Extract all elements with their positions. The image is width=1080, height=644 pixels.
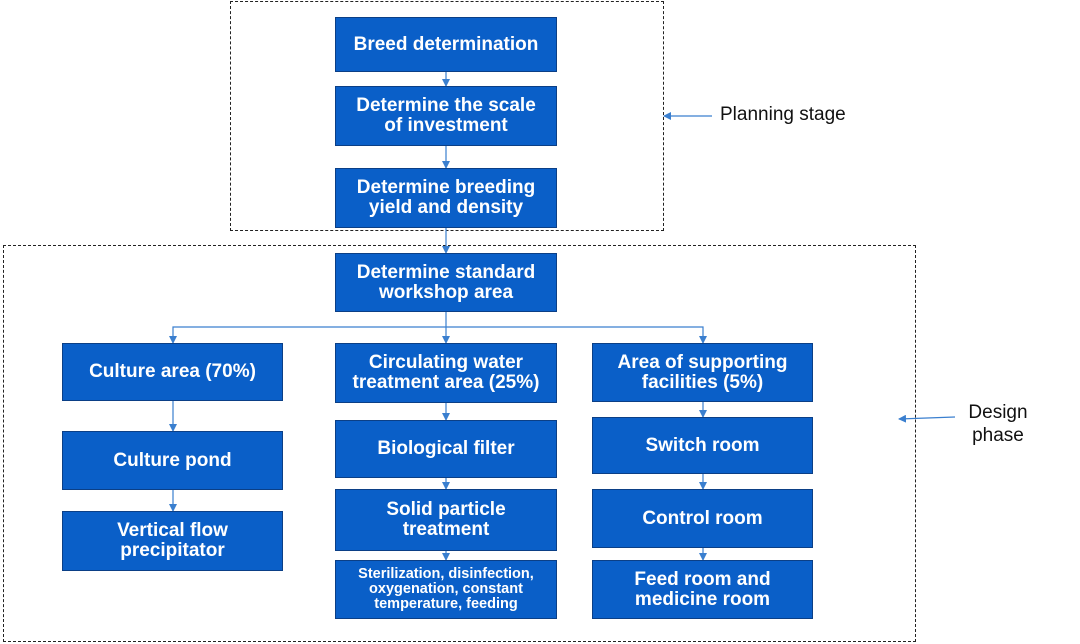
node-workshop-area: Determine standard workshop area <box>335 253 557 312</box>
node-control-room: Control room <box>592 489 813 548</box>
node-circulating-water-area: Circulating water treatment area (25%) <box>335 343 557 403</box>
node-culture-pond: Culture pond <box>62 431 283 490</box>
arrow-workshop-to-culture <box>169 326 446 344</box>
node-supporting-facilities-area: Area of supporting facilities (5%) <box>592 343 813 402</box>
node-feed-medicine-room: Feed room and medicine room <box>592 560 813 619</box>
node-breed-determination: Breed determination <box>335 17 557 72</box>
arrow-design-label <box>898 414 956 423</box>
node-sterilization-feeding: Sterilization, disinfection, oxygenation… <box>335 560 557 619</box>
node-investment-scale: Determine the scale of investment <box>335 86 557 146</box>
design-phase-label: Design phase <box>968 402 1028 446</box>
node-culture-area: Culture area (70%) <box>62 343 283 401</box>
design-phase-boundary <box>3 245 916 642</box>
node-switch-room: Switch room <box>592 417 813 474</box>
planning-stage-label: Planning stage <box>720 104 846 125</box>
node-biological-filter: Biological filter <box>335 420 557 478</box>
node-breeding-yield-density: Determine breeding yield and density <box>335 168 557 228</box>
node-vertical-flow-precipitator: Vertical flow precipitator <box>62 511 283 571</box>
arrow-workshop-to-supporting <box>446 326 707 344</box>
node-solid-particle-treatment: Solid particle treatment <box>335 489 557 551</box>
